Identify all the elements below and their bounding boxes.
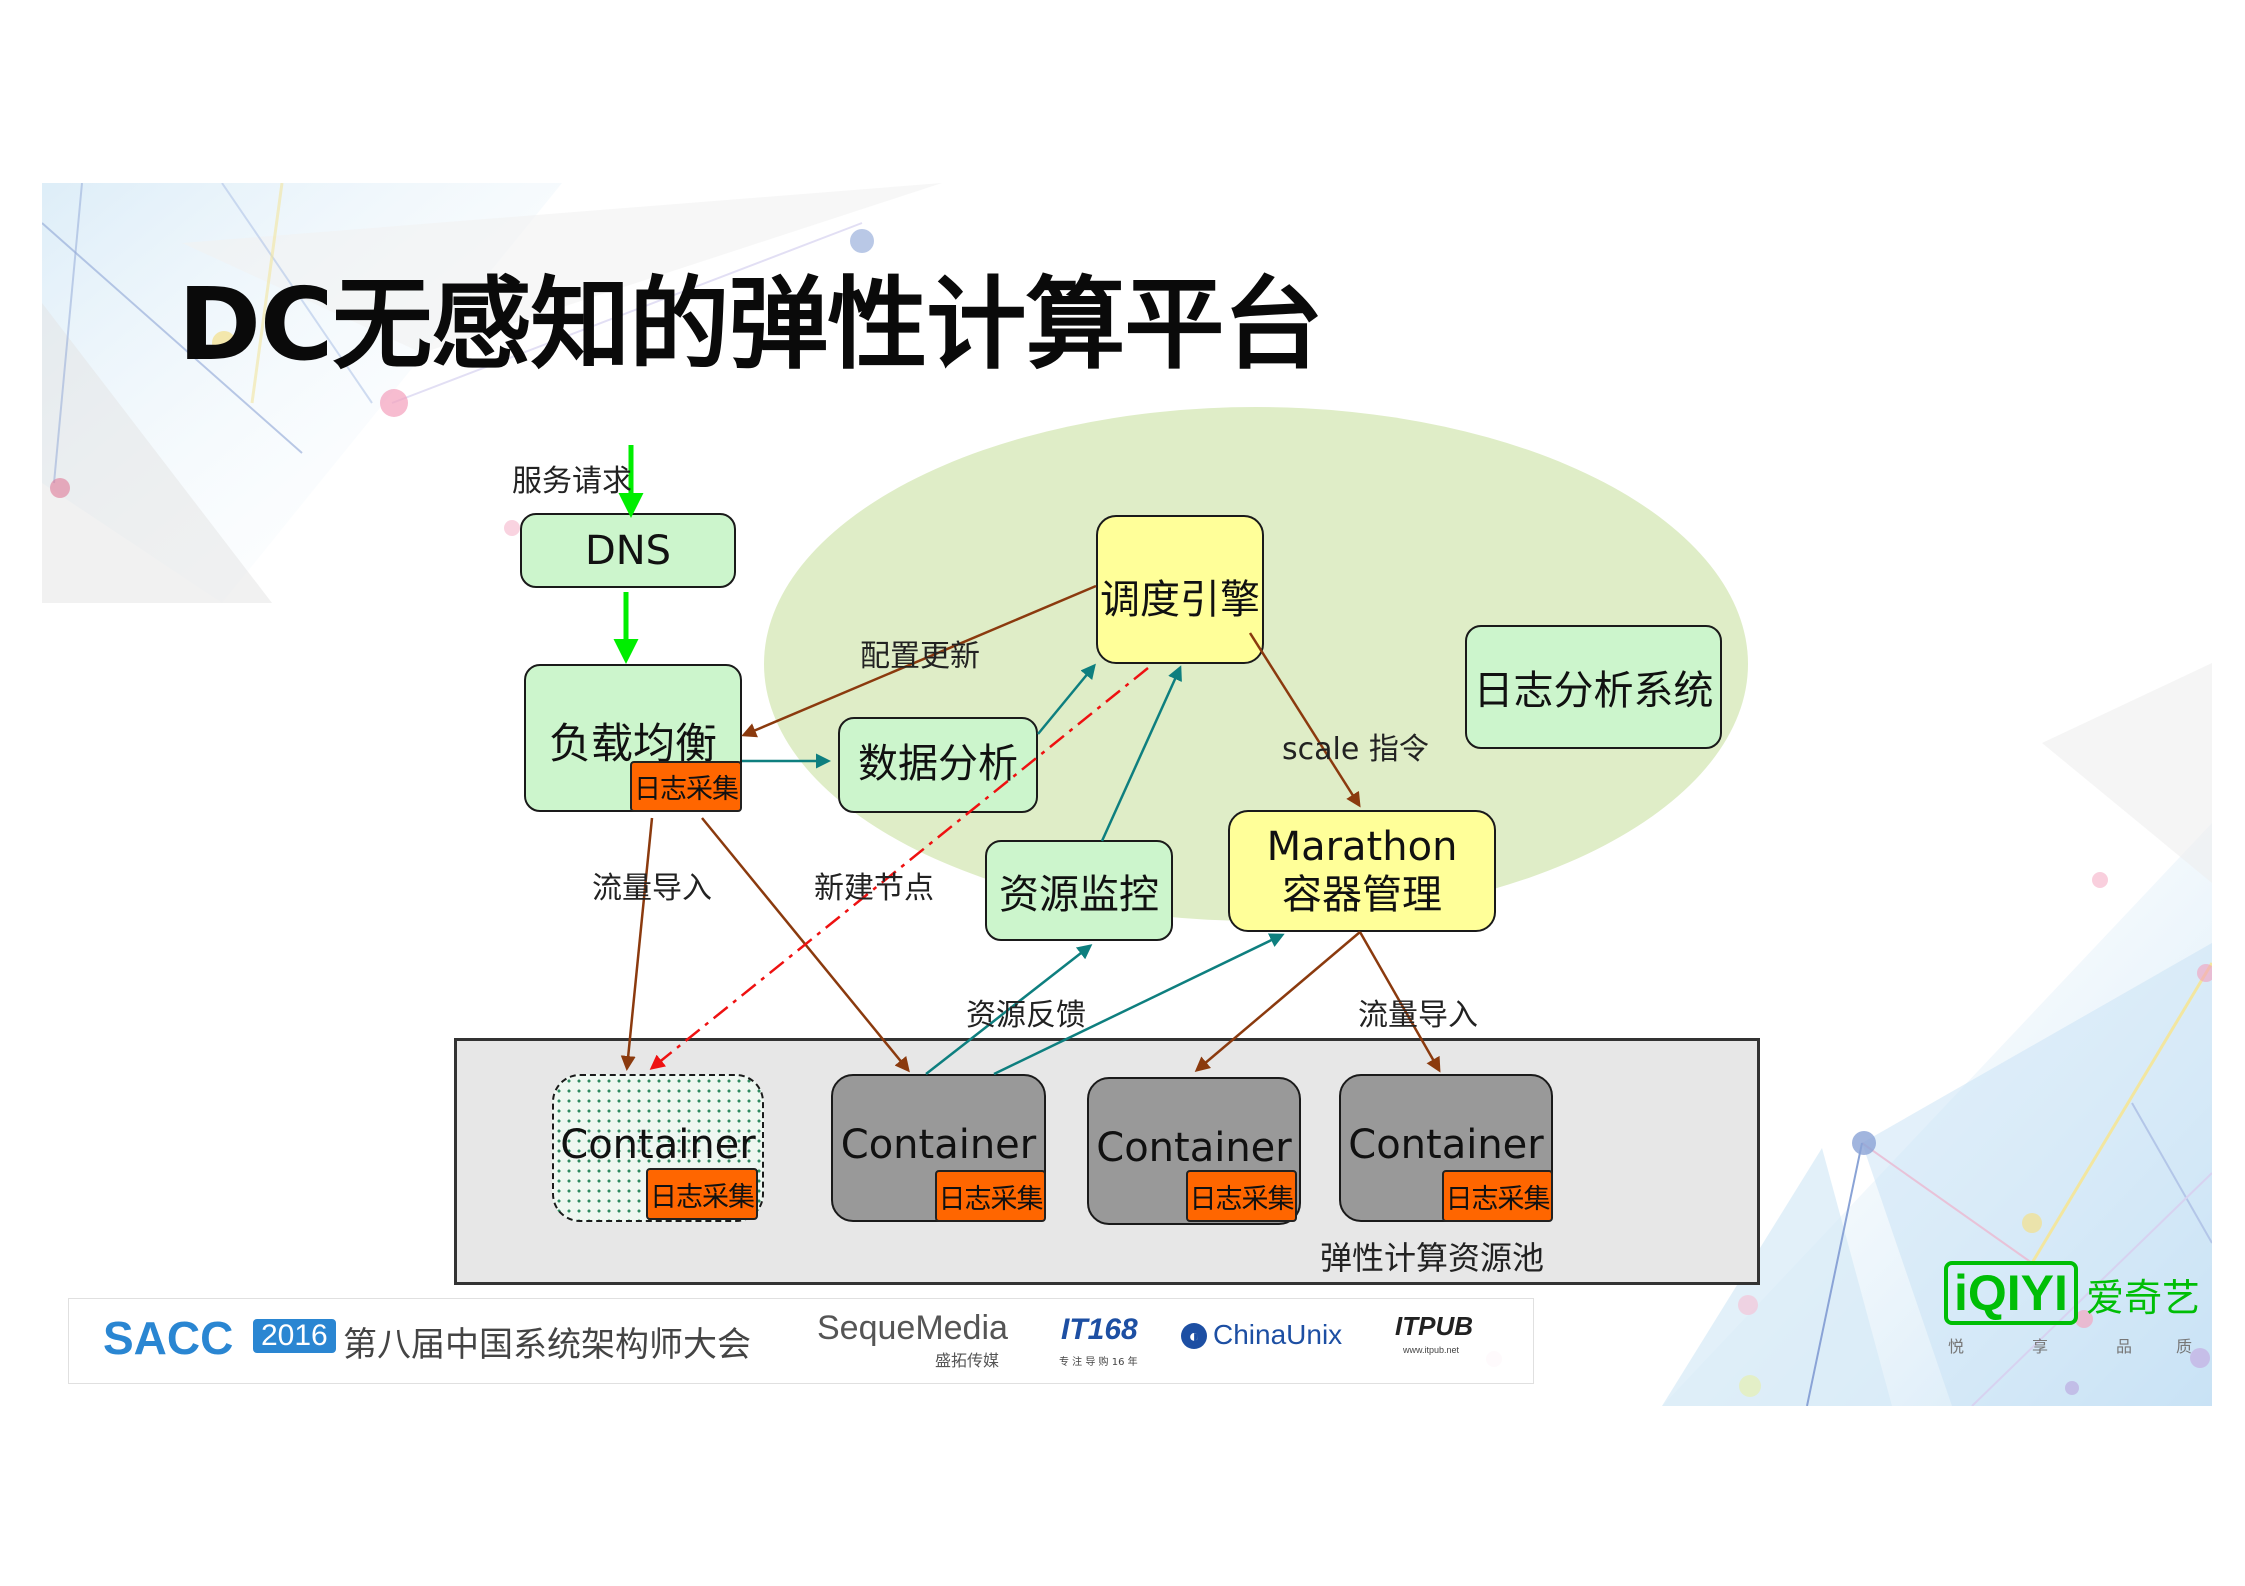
- seque-media-logo: SequeMedia: [817, 1309, 1008, 1347]
- arrow-new-node: [649, 667, 1149, 1070]
- arrow-analysis-scheduler: [1037, 663, 1096, 735]
- itpub-subtitle: www.itpub.net: [1403, 1345, 1460, 1355]
- slide: DC无感知的弹性计算平台 DNS 负载均衡 日志采集 数据分析 调度引擎 日志分…: [42, 183, 2212, 1406]
- log-collect-tag: 日志采集: [646, 1168, 758, 1220]
- container-mgmt-label: 容器管理: [1282, 872, 1442, 918]
- scheduler-node[interactable]: 调度引擎: [1096, 515, 1264, 664]
- iqiyi-slogan-4: 质: [2176, 1337, 2193, 1356]
- resource-monitor-label: 资源监控: [999, 871, 1159, 918]
- iqiyi-logo: iQIYI: [1944, 1261, 2078, 1325]
- label-scale-command: scale 指令: [1282, 732, 1429, 767]
- seque-media-subtitle: 盛拓传媒: [935, 1351, 1000, 1370]
- data-analysis-node[interactable]: 数据分析: [838, 717, 1038, 813]
- page-title: DC无感知的弹性计算平台: [178, 266, 1323, 383]
- dns-node[interactable]: DNS: [520, 513, 736, 588]
- label-resource-feedback: 资源反馈: [966, 998, 1086, 1033]
- sacc-year-badge: 2016: [253, 1319, 336, 1353]
- log-collect-label: 日志采集: [1445, 1183, 1551, 1215]
- resource-monitor-node[interactable]: 资源监控: [985, 840, 1173, 941]
- log-collect-tag: 日志采集: [1442, 1170, 1553, 1222]
- data-analysis-label: 数据分析: [858, 741, 1018, 787]
- label-config-update: 配置更新: [860, 639, 980, 674]
- label-service-request: 服务请求: [512, 464, 632, 499]
- arrows-layer: [613, 445, 1441, 1076]
- itpub-logo: ITPUB: [1395, 1311, 1473, 1341]
- iqiyi-slogan-1: 悦: [1948, 1337, 1965, 1356]
- log-analysis-node[interactable]: 日志分析系统: [1465, 625, 1722, 749]
- load-balancer-label: 负载均衡: [548, 719, 717, 768]
- chinaunix-logo: ChinaUnix: [1213, 1319, 1343, 1350]
- log-analysis-label: 日志分析系统: [1473, 668, 1714, 714]
- it168-subtitle: 专 注 导 购 16 年: [1059, 1357, 1138, 1368]
- iqiyi-slogan-2: 享: [2032, 1337, 2049, 1356]
- container-label: Container: [1348, 1122, 1544, 1168]
- arrow-traffic-in-1: [620, 817, 654, 1071]
- arrow-scale-command: [1248, 632, 1361, 808]
- container-label: Container: [1096, 1125, 1292, 1171]
- arrow-config-update: [741, 584, 1097, 738]
- sacc-logo: SACC: [103, 1312, 234, 1364]
- log-collect-tag: 日志采集: [1186, 1170, 1297, 1222]
- container-label: Container: [840, 1122, 1037, 1168]
- log-collect-tag: 日志采集: [935, 1170, 1046, 1222]
- marathon-label: Marathon: [1266, 824, 1458, 870]
- arrow-marathon-container-3: [1194, 931, 1361, 1072]
- log-collect-tag: 日志采集: [630, 761, 742, 812]
- arrow-traffic-in-2: [1358, 931, 1441, 1073]
- log-collect-label: 日志采集: [938, 1183, 1044, 1215]
- arrow-monitor-scheduler: [1100, 665, 1182, 842]
- iqiyi-slogan-3: 品: [2116, 1337, 2133, 1356]
- container-label: Container: [560, 1122, 756, 1168]
- resource-pool-label: 弹性计算资源池: [1320, 1239, 1545, 1277]
- background-decoration: [42, 183, 2212, 1406]
- log-collect-label: 日志采集: [1189, 1183, 1295, 1215]
- iqiyi-brand-name: 爱奇艺: [2086, 1276, 2201, 1320]
- log-collect-label: 日志采集: [634, 774, 739, 805]
- sponsor-footer: SACC 2016 第八届中国系统架构师大会 SequeMedia 盛拓传媒 I…: [68, 1298, 1534, 1384]
- scheduler-label: 调度引擎: [1100, 577, 1260, 623]
- log-collect-label: 日志采集: [650, 1181, 755, 1213]
- conference-name: 第八届中国系统架构师大会: [343, 1325, 751, 1365]
- arrow-resource-feedback-2: [993, 933, 1285, 1076]
- arrow-resource-feedback-1: [925, 944, 1093, 1075]
- dns-label: DNS: [584, 527, 672, 574]
- label-new-node: 新建节点: [814, 871, 934, 906]
- label-traffic-in-2: 流量导入: [1358, 998, 1478, 1033]
- chinaunix-icon: ◐: [1181, 1323, 1207, 1349]
- label-traffic-in-1: 流量导入: [592, 871, 712, 906]
- it168-logo: IT168: [1061, 1313, 1138, 1346]
- marathon-node[interactable]: Marathon 容器管理: [1228, 810, 1496, 932]
